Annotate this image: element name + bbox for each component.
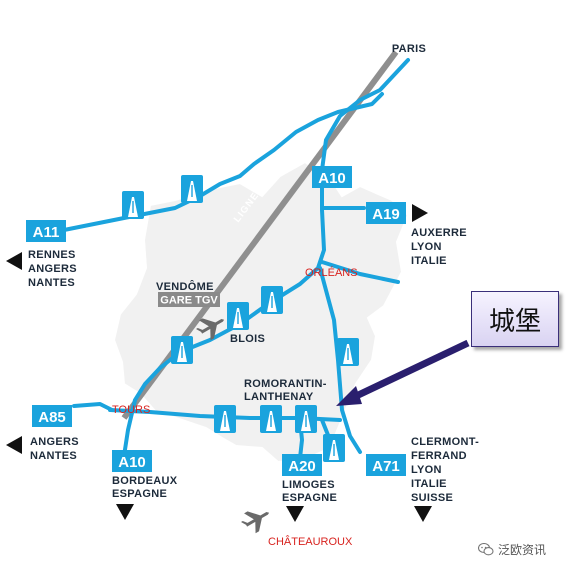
city-italie-a19: ITALIE xyxy=(411,255,447,267)
city-espagne-a10: ESPAGNE xyxy=(112,488,167,500)
sign-a71: A71 xyxy=(372,458,400,475)
motorway-icon xyxy=(323,434,345,462)
city-lyon-a71: LYON xyxy=(411,464,442,476)
city-suisse: SUISSE xyxy=(411,492,453,504)
airplane-icon xyxy=(196,318,225,341)
city-tours: TOURS xyxy=(112,404,150,416)
sign-a71-bg xyxy=(366,454,406,476)
gare-tgv-label: GARE TGV xyxy=(160,295,218,307)
city-angers-a11: ANGERS xyxy=(28,263,77,275)
sign-a11-bg xyxy=(26,220,66,242)
city-romorantin: ROMORANTIN- xyxy=(244,378,327,390)
watermark: 泛欧资讯 xyxy=(478,541,546,558)
triangle-arrow-icon xyxy=(414,506,432,522)
triangle-arrow-icon xyxy=(412,204,428,222)
sign-a85-bg xyxy=(32,405,72,427)
sign-a10-north-bg xyxy=(312,166,352,188)
city-limoges: LIMOGES xyxy=(282,479,335,491)
triangle-arrow-icon xyxy=(116,504,134,520)
motorway-signs: A10 A19 A11 A85 A10 A20 A71 xyxy=(26,166,406,476)
wechat-icon xyxy=(478,543,494,556)
gare-tgv-badge xyxy=(158,292,220,307)
city-auxerre: AUXERRE xyxy=(411,227,467,239)
motorway-icon xyxy=(171,336,193,364)
triangle-arrow-icon xyxy=(6,436,22,454)
callout-arrow xyxy=(336,339,470,406)
city-chateauroux: CHÂTEAUROUX xyxy=(268,535,353,548)
sign-a20-bg xyxy=(282,454,322,476)
road-a11 xyxy=(62,92,384,232)
city-labels: PARIS AUXERRE LYON ITALIE RENNES ANGERS … xyxy=(28,43,479,548)
city-clermont: CLERMONT- xyxy=(411,436,479,448)
motorway-icon xyxy=(337,338,359,366)
city-paris: PARIS xyxy=(392,43,426,55)
city-angers-a85: ANGERS xyxy=(30,436,79,448)
city-blois: BLOIS xyxy=(230,333,265,345)
motorway-icon xyxy=(295,405,317,433)
motorway-icons xyxy=(122,175,359,462)
motorway-icon xyxy=(261,286,283,314)
motorway-icon xyxy=(227,302,249,330)
city-vendome: VENDÔME xyxy=(156,280,214,293)
sign-a19: A19 xyxy=(372,206,400,223)
city-bordeaux: BORDEAUX xyxy=(112,475,178,487)
city-italie-a71: ITALIE xyxy=(411,478,447,490)
city-lyon-a19: LYON xyxy=(411,241,442,253)
road-a10 xyxy=(122,58,410,458)
city-orleans: ORLÉANS xyxy=(305,266,358,279)
city-ferrand: FERRAND xyxy=(411,450,467,462)
sign-a10-south-bg xyxy=(112,450,152,472)
road-orleans-east xyxy=(320,260,400,284)
sign-a10-north: A10 xyxy=(318,170,346,187)
triangle-arrow-icon xyxy=(6,252,22,270)
airplane-icon xyxy=(241,511,270,534)
city-nantes-a85: NANTES xyxy=(30,450,77,462)
motorway-icon xyxy=(122,191,144,219)
city-lanthenay: LANTHENAY xyxy=(244,391,314,403)
city-espagne-a20: ESPAGNE xyxy=(282,492,337,504)
sign-a11: A11 xyxy=(33,224,60,241)
road-a71 xyxy=(318,266,362,454)
sign-a10-south: A10 xyxy=(118,454,146,471)
triangle-arrow-icon xyxy=(286,506,304,522)
sign-a20: A20 xyxy=(288,458,316,475)
city-nantes-a11: NANTES xyxy=(28,277,75,289)
sign-a85: A85 xyxy=(38,409,66,426)
road-a85 xyxy=(72,402,114,412)
motorway-icon xyxy=(214,405,236,433)
castle-callout: 城堡 xyxy=(471,291,559,347)
direction-arrows xyxy=(6,204,432,522)
watermark-text: 泛欧资讯 xyxy=(498,543,547,557)
city-rennes: RENNES xyxy=(28,249,76,261)
motorway-icon xyxy=(181,175,203,203)
motorway-icon xyxy=(260,405,282,433)
sign-a19-bg xyxy=(366,202,406,224)
